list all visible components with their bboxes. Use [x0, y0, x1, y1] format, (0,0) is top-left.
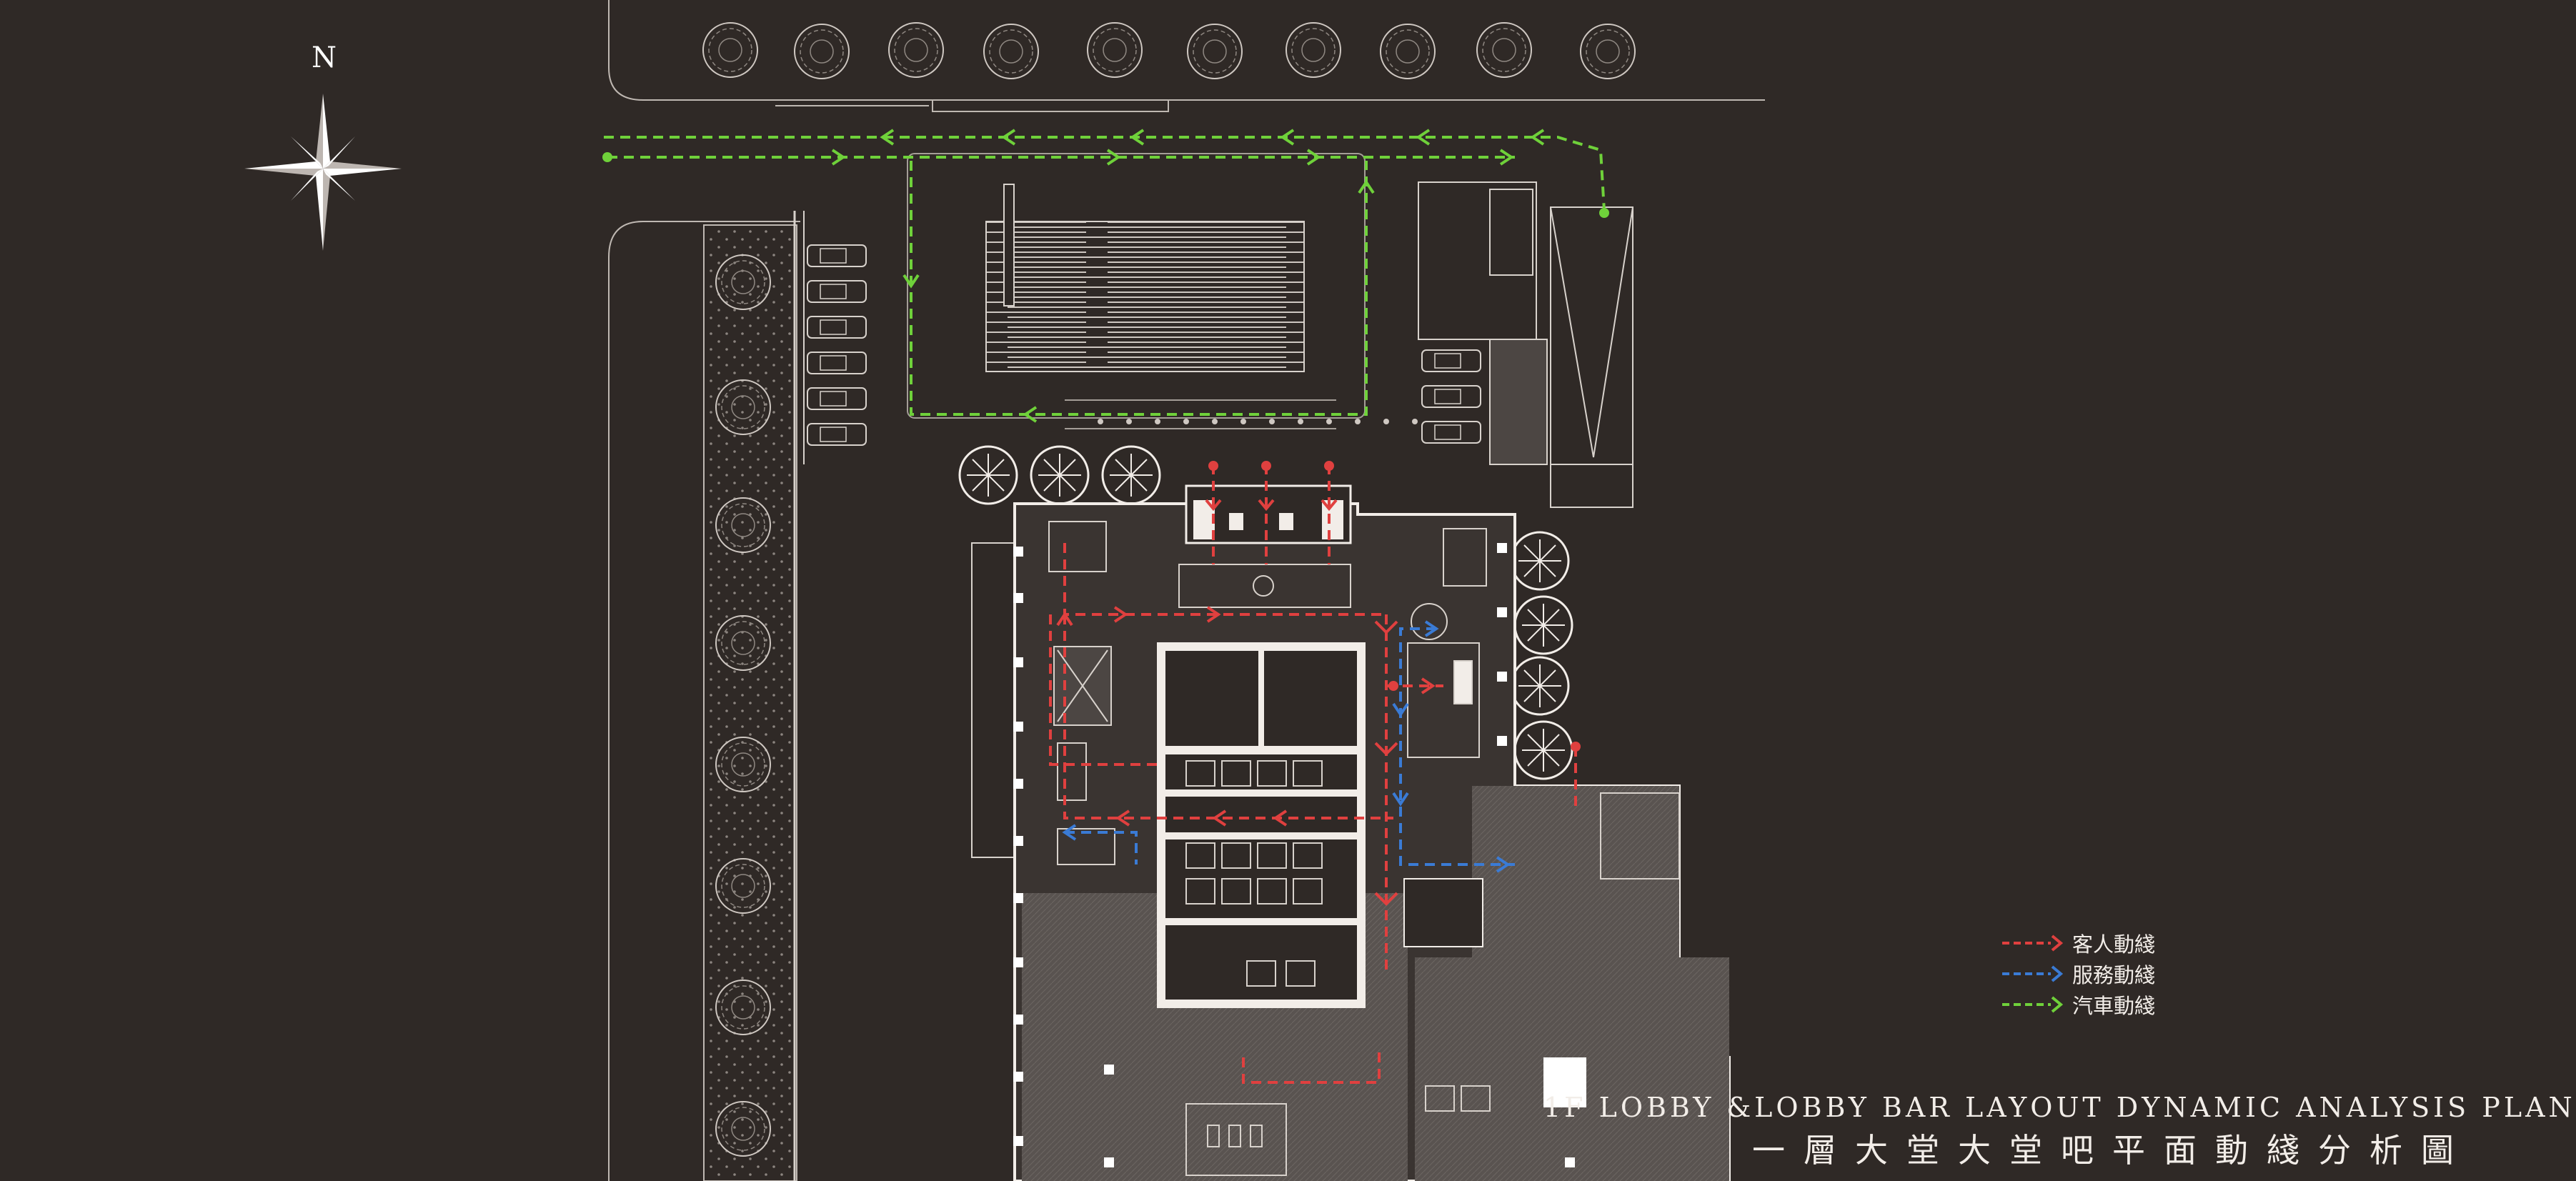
plan-title-chinese: 一層大堂大堂吧平面動綫分析圖	[1752, 1131, 2472, 1170]
north-arrow-icon	[244, 94, 402, 251]
landscape-strip	[703, 224, 797, 1181]
guest-flow-swatch-icon	[2002, 934, 2064, 952]
tree-row-top	[702, 22, 1636, 79]
vehicle-flow-lines	[604, 136, 1606, 416]
vehicle-flow-arrows	[831, 129, 1545, 423]
elevator-cars	[1185, 760, 1491, 1112]
legend: 客人動綫 服務動綫 汽車動綫	[2001, 927, 2155, 1020]
vehicle-flow-swatch-icon	[2002, 995, 2064, 1013]
forecourt	[907, 153, 1366, 429]
building-footprint	[971, 484, 1731, 1181]
restrooms	[1185, 1103, 1287, 1176]
plan-title-english: 1F LOBBY &LOBBY BAR LAYOUT DYNAMIC ANALY…	[1543, 1092, 2576, 1123]
parking-east	[1421, 349, 1481, 444]
guest-origin-dots	[1208, 461, 1581, 752]
parking-west	[807, 244, 867, 446]
service-flow-lines	[1065, 627, 1515, 866]
legend-item-service: 服務動綫	[2001, 958, 2155, 989]
entrance-trees	[958, 445, 1161, 505]
guest-flow-arrows	[1056, 499, 1436, 906]
lobby-bar	[1403, 528, 1487, 947]
forecourt-bollards	[1098, 419, 1418, 424]
service-flow-arrows	[1062, 620, 1511, 873]
site-road-outline	[608, 0, 1765, 1181]
legend-label-vehicle: 汽車動綫	[2072, 993, 2156, 1018]
vehicle-origin-dots	[602, 152, 1609, 218]
legend-label-service: 服務動綫	[2072, 962, 2156, 987]
legend-item-guest: 客人動綫	[2001, 927, 2155, 958]
service-block-ne	[1418, 181, 1633, 508]
column-marks	[1013, 543, 1575, 1167]
east-trees	[1510, 531, 1573, 780]
service-flow-swatch-icon	[2002, 965, 2064, 982]
compass-label: N	[312, 41, 337, 74]
legend-label-guest: 客人動綫	[2072, 932, 2156, 957]
stair-southeast	[1543, 1057, 1586, 1107]
legend-item-vehicle: 汽車動綫	[2001, 989, 2155, 1020]
